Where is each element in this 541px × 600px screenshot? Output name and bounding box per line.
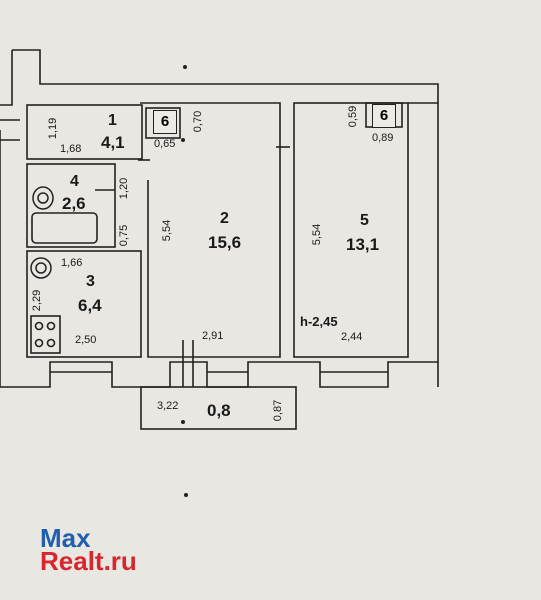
dim-5-54-room5: 5,54 [311,223,324,246]
dim-2-91: 2,91 [202,330,224,342]
room-3-area: 6,4 [78,296,102,315]
closet-6-left-outline [145,107,181,139]
closet-6-right: 6 [372,104,396,128]
outer-wall-top [12,49,439,104]
sink [30,257,52,279]
room-3-number: 3 [86,273,95,290]
balcony-outline [140,386,297,430]
room-3-outline [26,250,142,358]
room-2-outline [140,102,281,358]
dim-3-22: 3,22 [157,400,179,412]
room-5-number: 5 [360,212,369,229]
dim-2-29: 2,29 [31,289,44,312]
dim-0-59: 0,59 [347,105,360,128]
room-5-outline [293,102,409,358]
room-1-area: 4,1 [101,133,125,152]
balcony-area: 0,8 [207,401,231,420]
dim-0-70: 0,70 [192,110,205,133]
ceiling-height-label: h-2,45 [300,314,338,329]
toilet [32,186,54,210]
room-4-outline [26,163,116,248]
dim-2-50: 2,50 [75,334,97,346]
room-1-number: 1 [108,112,117,129]
dim-0-75: 0,75 [118,224,131,247]
bathtub [31,212,98,244]
logo-line-2: Realt.ru [40,546,137,576]
dim-2-44: 2,44 [341,331,363,343]
outer-wall-left [0,50,13,106]
dim-0-65: 0,65 [154,138,176,150]
logo-line-1: Max [40,523,91,553]
dim-1-20: 1,20 [118,177,131,200]
outer-wall-bottom [0,361,439,388]
dim-0-87: 0,87 [272,399,285,422]
maxrealt-logo: Max Realt.ru [40,523,137,576]
room-5-area: 13,1 [346,235,380,254]
stove [30,315,61,354]
room-1-outline [26,104,143,160]
room-4-number: 4 [70,173,79,190]
dim-5-54-room2: 5,54 [161,219,174,242]
room-4-area: 2,6 [62,194,86,213]
room-2-area: 15,6 [208,233,242,252]
dim-1-19: 1,19 [47,117,60,140]
dim-1-66: 1,66 [61,257,83,269]
dim-0-89: 0,89 [372,132,394,144]
room-2-number: 2 [220,210,229,227]
closet-6-left: 6 [153,110,177,134]
dim-1-68: 1,68 [60,143,82,155]
